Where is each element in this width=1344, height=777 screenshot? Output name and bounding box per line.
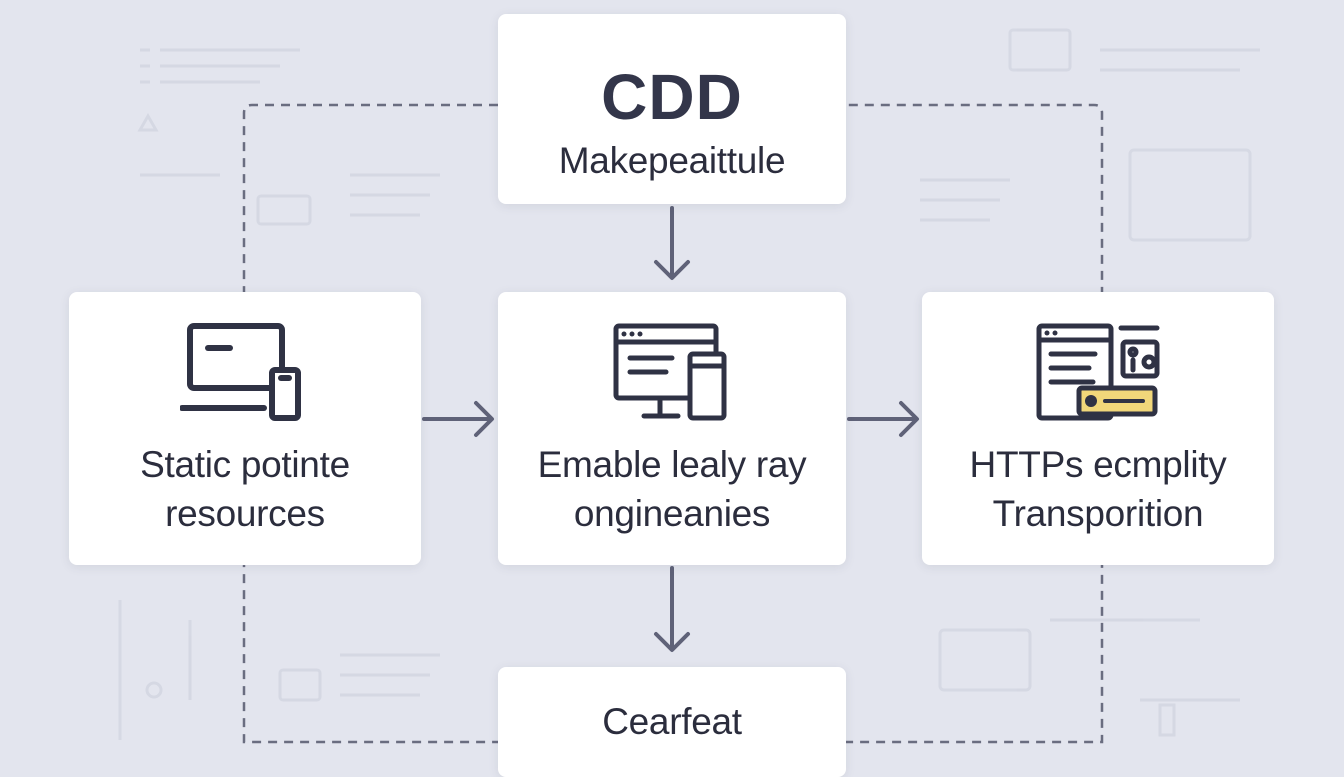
node-label-line-2: resources — [165, 493, 325, 534]
laptop-phone-icon — [180, 323, 301, 421]
node-cdd: CDD Makepeaittule — [498, 14, 846, 204]
node-label-line-1: Emable lealy ray — [537, 444, 807, 485]
node-cearfeat: Cearfeat — [498, 667, 846, 777]
node-label-line-1: Static potinte — [140, 444, 350, 485]
node-title: CDD — [601, 61, 743, 133]
dashboard-panel-icon — [1036, 323, 1160, 421]
node-label: Cearfeat — [602, 701, 742, 742]
node-label: Makepeaittule — [558, 140, 786, 181]
node-enable: Emable lealy ray ongineanies — [498, 292, 846, 565]
node-label-line-1: HTTPs ecmplity — [969, 444, 1227, 485]
browser-window-phone-icon — [613, 323, 727, 421]
node-label-line-2: ongineanies — [573, 493, 771, 534]
node-https: HTTPs ecmplity Transporition — [922, 292, 1274, 565]
node-static-resources: Static potinte resources — [69, 292, 421, 565]
node-label-line-2: Transporition — [992, 493, 1204, 534]
